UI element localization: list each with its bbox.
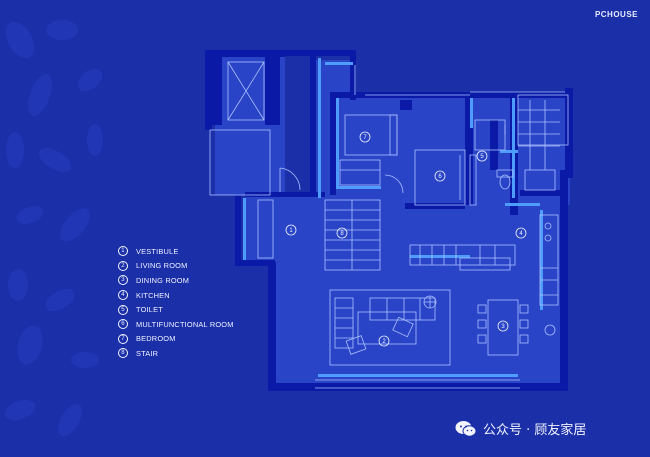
decorative-pattern bbox=[4, 20, 103, 437]
room-legend: 1 VESTIBULE 2 LIVING ROOM 3 DINING ROOM 4 KI… bbox=[118, 244, 234, 361]
marker-num: 1 bbox=[289, 228, 293, 234]
marker-living-room bbox=[378, 335, 390, 347]
legend-number: 1 bbox=[118, 246, 128, 257]
walls bbox=[205, 50, 573, 391]
room-markers bbox=[285, 131, 527, 347]
legend-item: 4 KITCHEN bbox=[118, 288, 234, 303]
legend-number: 5 bbox=[118, 304, 128, 315]
legend-number: 4 bbox=[118, 290, 128, 301]
marker-bedroom bbox=[359, 131, 371, 143]
marker-dining-room bbox=[497, 320, 509, 332]
legend-label: BEDROOM bbox=[136, 334, 176, 344]
legend-label: LIVING ROOM bbox=[136, 261, 188, 271]
marker-num: 3 bbox=[501, 324, 505, 330]
wechat-icon bbox=[455, 420, 477, 437]
legend-item: 7 BEDROOM bbox=[118, 332, 234, 347]
marker-num: 8 bbox=[340, 231, 344, 237]
marker-num: 2 bbox=[382, 339, 386, 345]
legend-label: TOILET bbox=[136, 305, 163, 315]
room-marker-numbers: 1 2 3 4 5 6 7 8 bbox=[289, 135, 523, 345]
marker-multifunctional-room bbox=[434, 170, 446, 182]
legend-label: MULTIFUNCTIONAL ROOM bbox=[136, 319, 234, 329]
legend-label: STAIR bbox=[136, 348, 159, 358]
marker-vestibule bbox=[285, 224, 297, 236]
marker-num: 5 bbox=[480, 154, 484, 160]
wechat-watermark: 公众号 · 顾友家居 bbox=[455, 419, 586, 438]
legend-number: 6 bbox=[118, 319, 128, 330]
legend-number: 8 bbox=[118, 348, 128, 359]
legend-item: 8 STAIR bbox=[118, 346, 234, 361]
marker-num: 4 bbox=[519, 231, 523, 237]
legend-number: 7 bbox=[118, 333, 128, 344]
legend-item: 5 TOILET bbox=[118, 302, 234, 317]
legend-label: DINING ROOM bbox=[136, 275, 190, 285]
legend-item: 1 VESTIBULE bbox=[118, 244, 234, 259]
wall-edges bbox=[243, 58, 543, 377]
marker-toilet bbox=[476, 150, 488, 162]
legend-item: 6 MULTIFUNCTIONAL ROOM bbox=[118, 317, 234, 332]
brand-logo: PCHOUSE bbox=[594, 10, 638, 19]
line-work bbox=[209, 61, 569, 389]
marker-kitchen bbox=[515, 227, 527, 239]
marker-stair bbox=[336, 227, 348, 239]
legend-number: 2 bbox=[118, 260, 128, 271]
legend-number: 3 bbox=[118, 275, 128, 286]
legend-item: 3 DINING ROOM bbox=[118, 273, 234, 288]
legend-label: KITCHEN bbox=[136, 290, 170, 300]
wechat-account-label: 公众号 · 顾友家居 bbox=[483, 423, 587, 438]
marker-num: 6 bbox=[438, 174, 442, 180]
marker-num: 7 bbox=[363, 135, 367, 141]
legend-item: 2 LIVING ROOM bbox=[118, 259, 234, 274]
legend-label: VESTIBULE bbox=[136, 246, 179, 256]
